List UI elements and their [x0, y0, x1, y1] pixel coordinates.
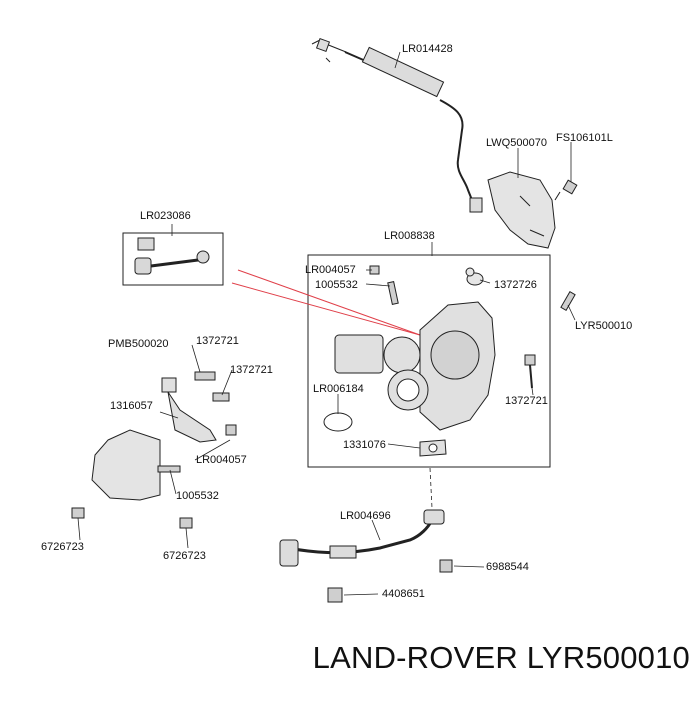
oil-return-pipe — [279, 509, 445, 567]
caption-title: LAND-ROVER LYR500010 — [312, 640, 690, 675]
bolt-6988544 — [439, 559, 453, 573]
label-4408651: 4408651 — [382, 588, 425, 600]
bolt-fs106101l — [554, 179, 578, 201]
label-lr004057-top: LR004057 — [305, 264, 356, 276]
oring-lr006184 — [323, 412, 353, 432]
label-lwq500070: LWQ500070 — [486, 137, 547, 149]
washer-1372726 — [465, 267, 484, 286]
turbocharger — [334, 301, 496, 431]
highlight-lines — [231, 269, 421, 336]
lr023086-frame — [122, 232, 224, 286]
leader-lines — [77, 51, 576, 596]
stud-lyr500010 — [560, 291, 576, 311]
label-1372721-c: 1372721 — [505, 395, 548, 407]
gasket-1331076 — [419, 439, 447, 457]
label-1005532-top: 1005532 — [315, 279, 358, 291]
label-lr023086: LR023086 — [140, 210, 191, 222]
label-lr014428: LR014428 — [402, 43, 453, 55]
label-lr008838: LR008838 — [384, 230, 435, 242]
label-lr004057-bottom: LR004057 — [196, 454, 247, 466]
label-lr004696: LR004696 — [340, 510, 391, 522]
label-6726723-b: 6726723 — [163, 550, 206, 562]
turbo-assembly-frame — [307, 254, 551, 468]
fitting-lr023086 — [134, 237, 210, 275]
bolt-1372721-right — [524, 354, 536, 389]
label-1372721-a: 1372721 — [196, 335, 239, 347]
label-pmb500020: PMB500020 — [108, 338, 169, 350]
label-1372721-b: 1372721 — [230, 364, 273, 376]
label-1005532-bottom: 1005532 — [176, 490, 219, 502]
bolts-1372721-left — [194, 371, 237, 436]
oil-feed-pipe — [311, 37, 483, 213]
heat-shield-bracket — [487, 171, 556, 249]
label-1316057: 1316057 — [110, 400, 153, 412]
stud-1005532-top — [387, 281, 399, 305]
label-lr006184: LR006184 — [313, 383, 364, 395]
label-1372726: 1372726 — [494, 279, 537, 291]
label-lyr500010: LYR500010 — [575, 320, 633, 332]
stud-1005532-bottom — [157, 465, 181, 473]
label-6726723-a: 6726723 — [41, 541, 84, 553]
bracket-1316057 — [91, 429, 161, 501]
bolts-6726723 — [71, 507, 193, 529]
bolt-4408651 — [327, 587, 343, 603]
label-1331076: 1331076 — [343, 439, 386, 451]
label-fs106101l: FS106101L — [556, 132, 613, 144]
mounting-bracket-pmb500020 — [161, 377, 217, 443]
label-6988544: 6988544 — [486, 561, 529, 573]
